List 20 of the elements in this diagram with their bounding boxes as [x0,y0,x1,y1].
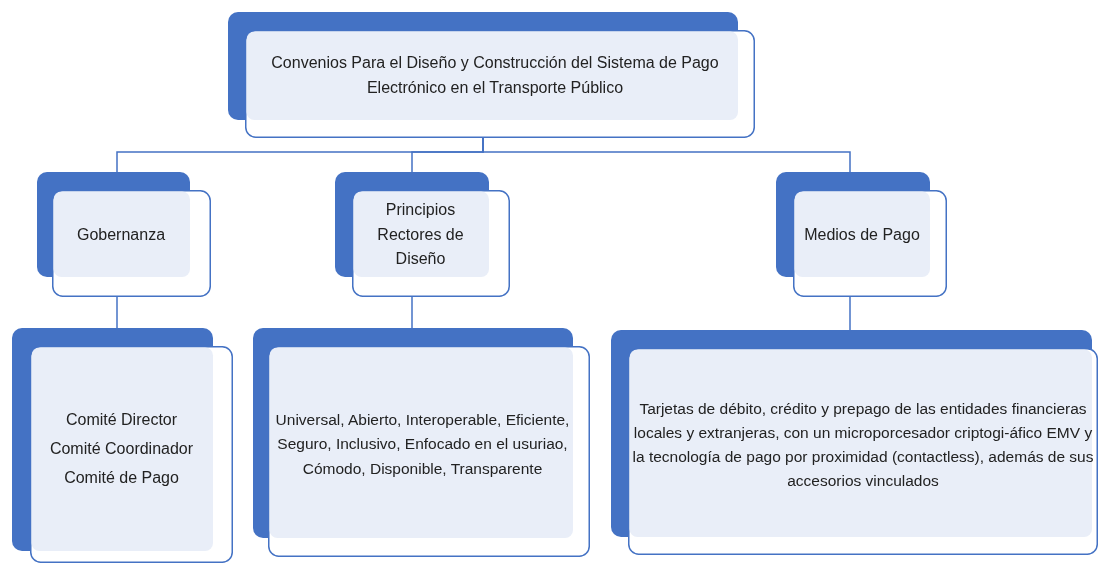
box-text: Medios de Pago [804,224,920,245]
process-box [12,328,233,563]
process-box [228,12,755,138]
connector-line [116,296,118,329]
box-text: Comité de Pago [64,467,179,488]
connector-line [411,296,413,329]
box-text: Tarjetas de débito, crédito y prepago de las entidades financieras locales y extranjeras, con un microporcesador criptogi-áfico EMV y la tecnología de pago por proximidad (contactless), además de sus accesorios vinculados [632,398,1094,491]
box-text: Gobernanza [76,224,166,245]
connector-line [849,296,851,331]
process-box [253,328,590,557]
process-box [776,172,947,297]
box-text: Principios Rectores de Diseño [376,199,465,270]
box-text: Comité Coordinador [49,439,194,460]
process-box [37,172,211,297]
process-box [335,172,510,297]
box-text: Universal, Abierto, Interoperable, Eficiente, Seguro, Inclusivo, Enfocado en el usuriao, Cómodo, Disponible, Transparente [274,410,571,479]
connector-line [482,137,851,173]
box-text: Convenios Para el Diseño y Construcción del Sistema de Pago Electrónico en el Transporte Público [270,53,720,98]
process-box [611,330,1098,555]
box-text: Comité Director [65,410,178,431]
